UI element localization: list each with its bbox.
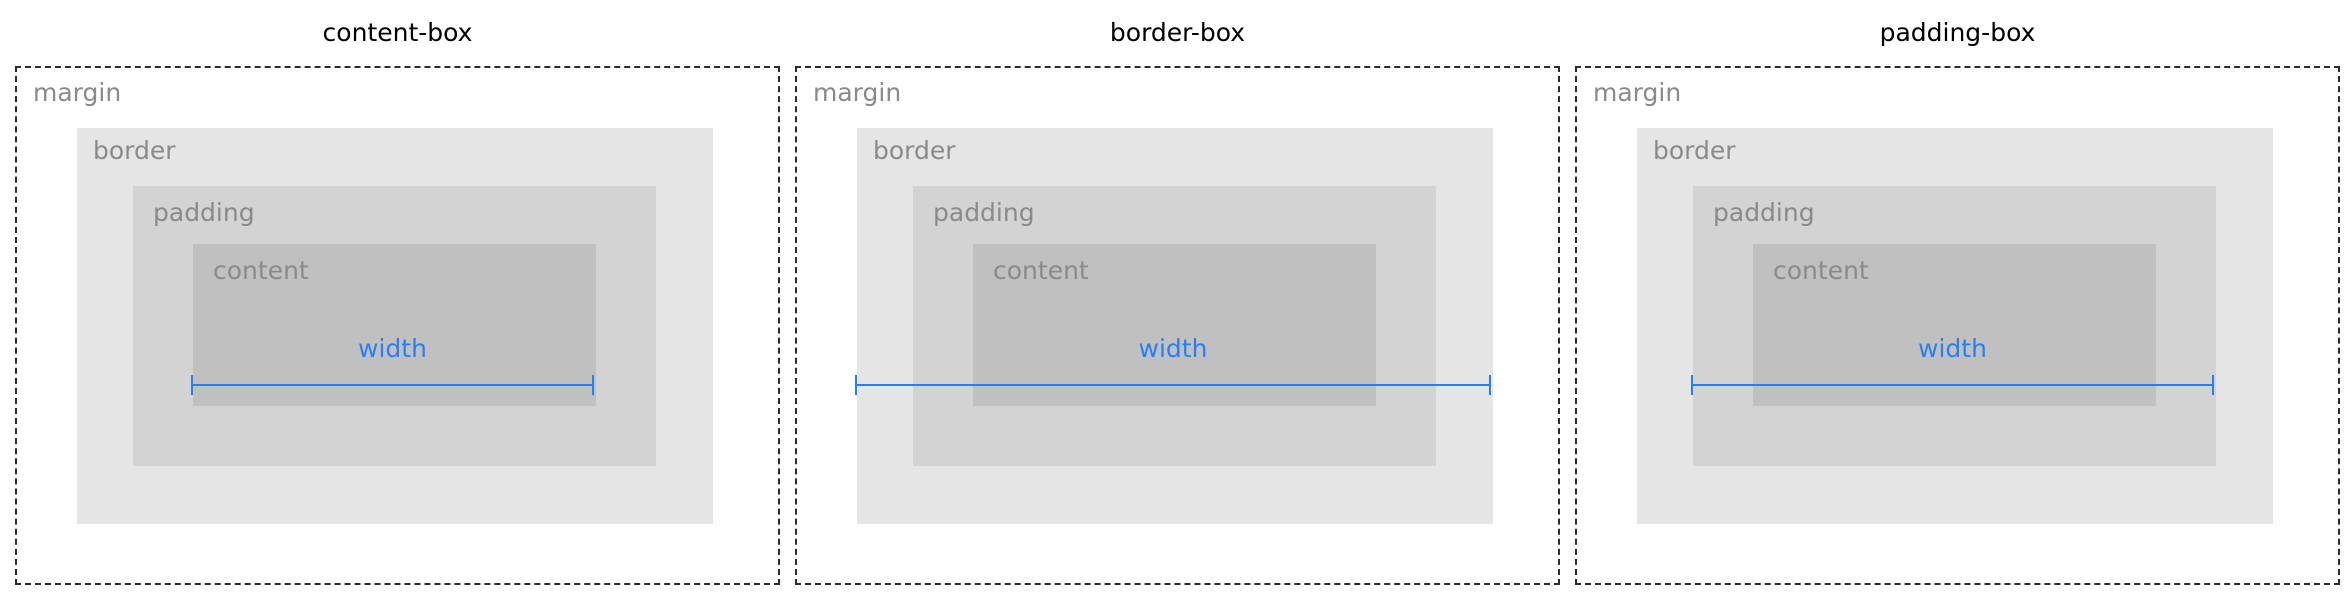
padding-box: padding content [1693, 186, 2216, 466]
padding-label: padding [1713, 198, 1815, 227]
padding-box: padding content [913, 186, 1436, 466]
margin-label: margin [813, 78, 902, 107]
margin-label: margin [33, 78, 122, 107]
content-label: content [993, 256, 1089, 285]
border-box: border padding content [1637, 128, 2273, 524]
content-label: content [213, 256, 309, 285]
diagram-border-box: border-box margin border padding content… [795, 0, 1560, 606]
width-label: width [1918, 334, 1987, 363]
width-line [1691, 384, 2214, 386]
width-line [191, 384, 594, 386]
content-box: content [1753, 244, 2156, 406]
border-label: border [1653, 136, 1736, 165]
margin-label: margin [1593, 78, 1682, 107]
border-label: border [93, 136, 176, 165]
width-measure: width [191, 334, 594, 395]
padding-label: padding [933, 198, 1035, 227]
width-cap-right [2212, 375, 2214, 395]
width-measure: width [855, 334, 1491, 395]
content-label: content [1773, 256, 1869, 285]
border-label: border [873, 136, 956, 165]
border-box: border padding content [857, 128, 1493, 524]
width-cap-right [1489, 375, 1491, 395]
content-box: content [193, 244, 596, 406]
width-label: width [358, 334, 427, 363]
margin-box: margin border padding content [15, 66, 780, 585]
margin-box: margin border padding content [795, 66, 1560, 585]
diagram-title: border-box [1109, 18, 1246, 47]
diagram-title: content-box [322, 18, 473, 47]
width-cap-left [191, 375, 193, 395]
width-cap-left [1691, 375, 1693, 395]
width-cap-right [592, 375, 594, 395]
width-line [855, 384, 1491, 386]
border-box: border padding content [77, 128, 713, 524]
diagram-content-box: content-box margin border padding conten… [15, 0, 780, 606]
width-cap-left [855, 375, 857, 395]
width-measure: width [1691, 334, 2214, 395]
diagram-title: padding-box [1879, 18, 2036, 47]
padding-box: padding content [133, 186, 656, 466]
content-box: content [973, 244, 1376, 406]
padding-label: padding [153, 198, 255, 227]
diagram-padding-box: padding-box margin border padding conten… [1575, 0, 2340, 606]
width-label: width [1138, 334, 1208, 363]
margin-box: margin border padding content [1575, 66, 2340, 585]
